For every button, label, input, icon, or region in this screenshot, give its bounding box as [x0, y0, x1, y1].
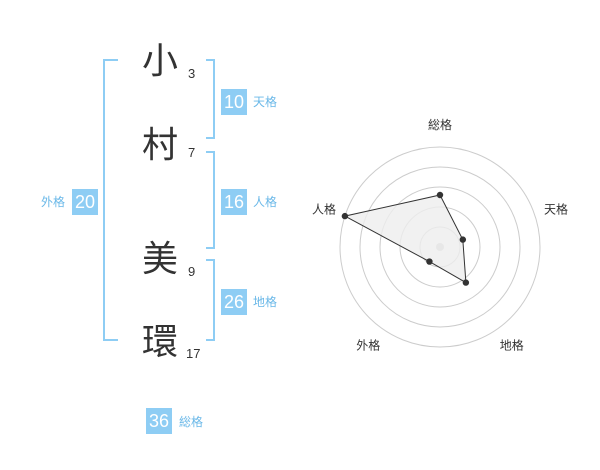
- gaikaku-label: 外格: [41, 195, 66, 209]
- name-char-1: 小: [142, 41, 179, 82]
- radar-point-5: [341, 212, 349, 220]
- radar-ring-3: [379, 186, 501, 308]
- name-char-2: 村: [142, 125, 179, 166]
- tenkaku-value: 10: [221, 89, 247, 115]
- radar-axis-label-4: 外格: [356, 338, 380, 353]
- stroke-count-3: 9: [188, 264, 196, 279]
- chikaku-value: 26: [221, 289, 247, 315]
- jinkaku-value: 16: [221, 189, 247, 215]
- stroke-count-2: 7: [188, 145, 196, 160]
- radar-point-4: [426, 258, 433, 265]
- radar-ring-4: [359, 166, 521, 328]
- radar-axis-label-5: 人格: [312, 201, 336, 216]
- radar-point-2: [459, 236, 467, 243]
- jinkaku-bracket: [206, 151, 215, 249]
- soukaku-value: 36: [146, 408, 172, 434]
- tenkaku-bracket: [206, 59, 215, 139]
- chikaku-label: 地格: [253, 295, 278, 309]
- gaikaku-value: 20: [72, 189, 98, 215]
- name-char-4: 環: [142, 322, 179, 363]
- tenkaku-label: 天格: [253, 95, 278, 109]
- radar-axis-label-2: 天格: [544, 201, 568, 216]
- name-char-3: 美: [142, 239, 179, 280]
- radar-ring-5: [339, 146, 541, 348]
- stroke-count-4: 17: [186, 346, 201, 361]
- chikaku-bracket: [206, 259, 215, 341]
- jinkaku-label: 人格: [253, 195, 278, 209]
- radar-point-3: [462, 279, 470, 286]
- soukaku-label: 総格: [179, 415, 204, 429]
- stroke-count-1: 3: [188, 66, 196, 81]
- gaikaku-bracket: [103, 59, 118, 341]
- radar-point-1: [436, 191, 444, 199]
- radar-axis-label-3: 地格: [500, 338, 524, 353]
- radar-axis-label-1: 総格: [428, 117, 452, 132]
- radar-polygon: [343, 194, 467, 284]
